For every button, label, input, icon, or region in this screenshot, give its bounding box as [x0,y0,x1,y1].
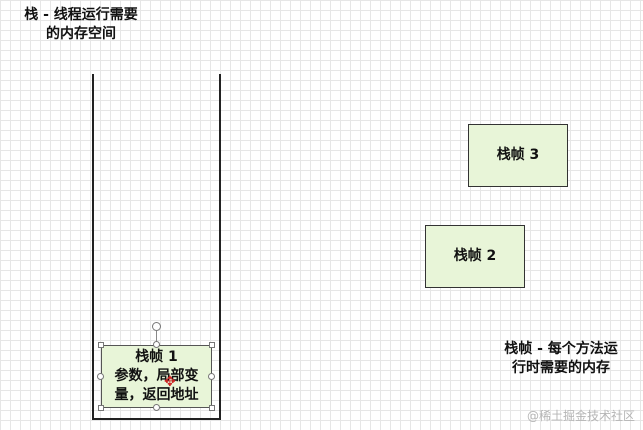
stack-frame-3[interactable]: 栈帧 3 [468,124,568,187]
watermark: @稀土掘金技术社区 [526,409,635,423]
stack-frame-2[interactable]: 栈帧 2 [425,225,525,288]
frame-caption-line-2: 行时需要的内存 [512,360,610,376]
stack-title: 栈 - 线程运行需要 的内存空间 [6,6,156,44]
rotate-handle-line [156,331,157,345]
stack-frame-1-line-2: 量，返回地址 [114,387,199,403]
stack-title-line-1: 栈 - 线程运行需要 [24,7,138,23]
resize-handle-ne[interactable] [209,342,215,348]
stack-title-line-2: 的内存空间 [46,26,116,42]
stack-right-wall [219,74,221,420]
stack-frame-1-title: 栈帧 1 [135,349,178,365]
resize-handle-sw[interactable] [98,405,104,411]
rotate-handle[interactable] [152,322,161,331]
stack-frame-1-line-1: 参数，局部变 [114,368,199,384]
stack-frame-3-title: 栈帧 3 [496,147,540,163]
stack-bottom-wall [92,418,221,420]
stack-frame-1[interactable]: 栈帧 1 参数，局部变 量，返回地址 [101,345,212,408]
resize-handle-nw[interactable] [98,342,104,348]
frame-caption-line-1: 栈帧 - 每个方法运 [504,341,618,357]
stack-left-wall [92,74,94,420]
resize-handle-w[interactable] [97,373,104,380]
resize-handle-s[interactable] [153,404,160,411]
stack-frame-2-title: 栈帧 2 [453,248,497,264]
move-cursor-icon: ✥ [164,374,176,390]
resize-handle-n[interactable] [153,341,160,348]
resize-handle-e[interactable] [208,373,215,380]
frame-caption: 栈帧 - 每个方法运 行时需要的内存 [486,340,636,378]
resize-handle-se[interactable] [209,405,215,411]
